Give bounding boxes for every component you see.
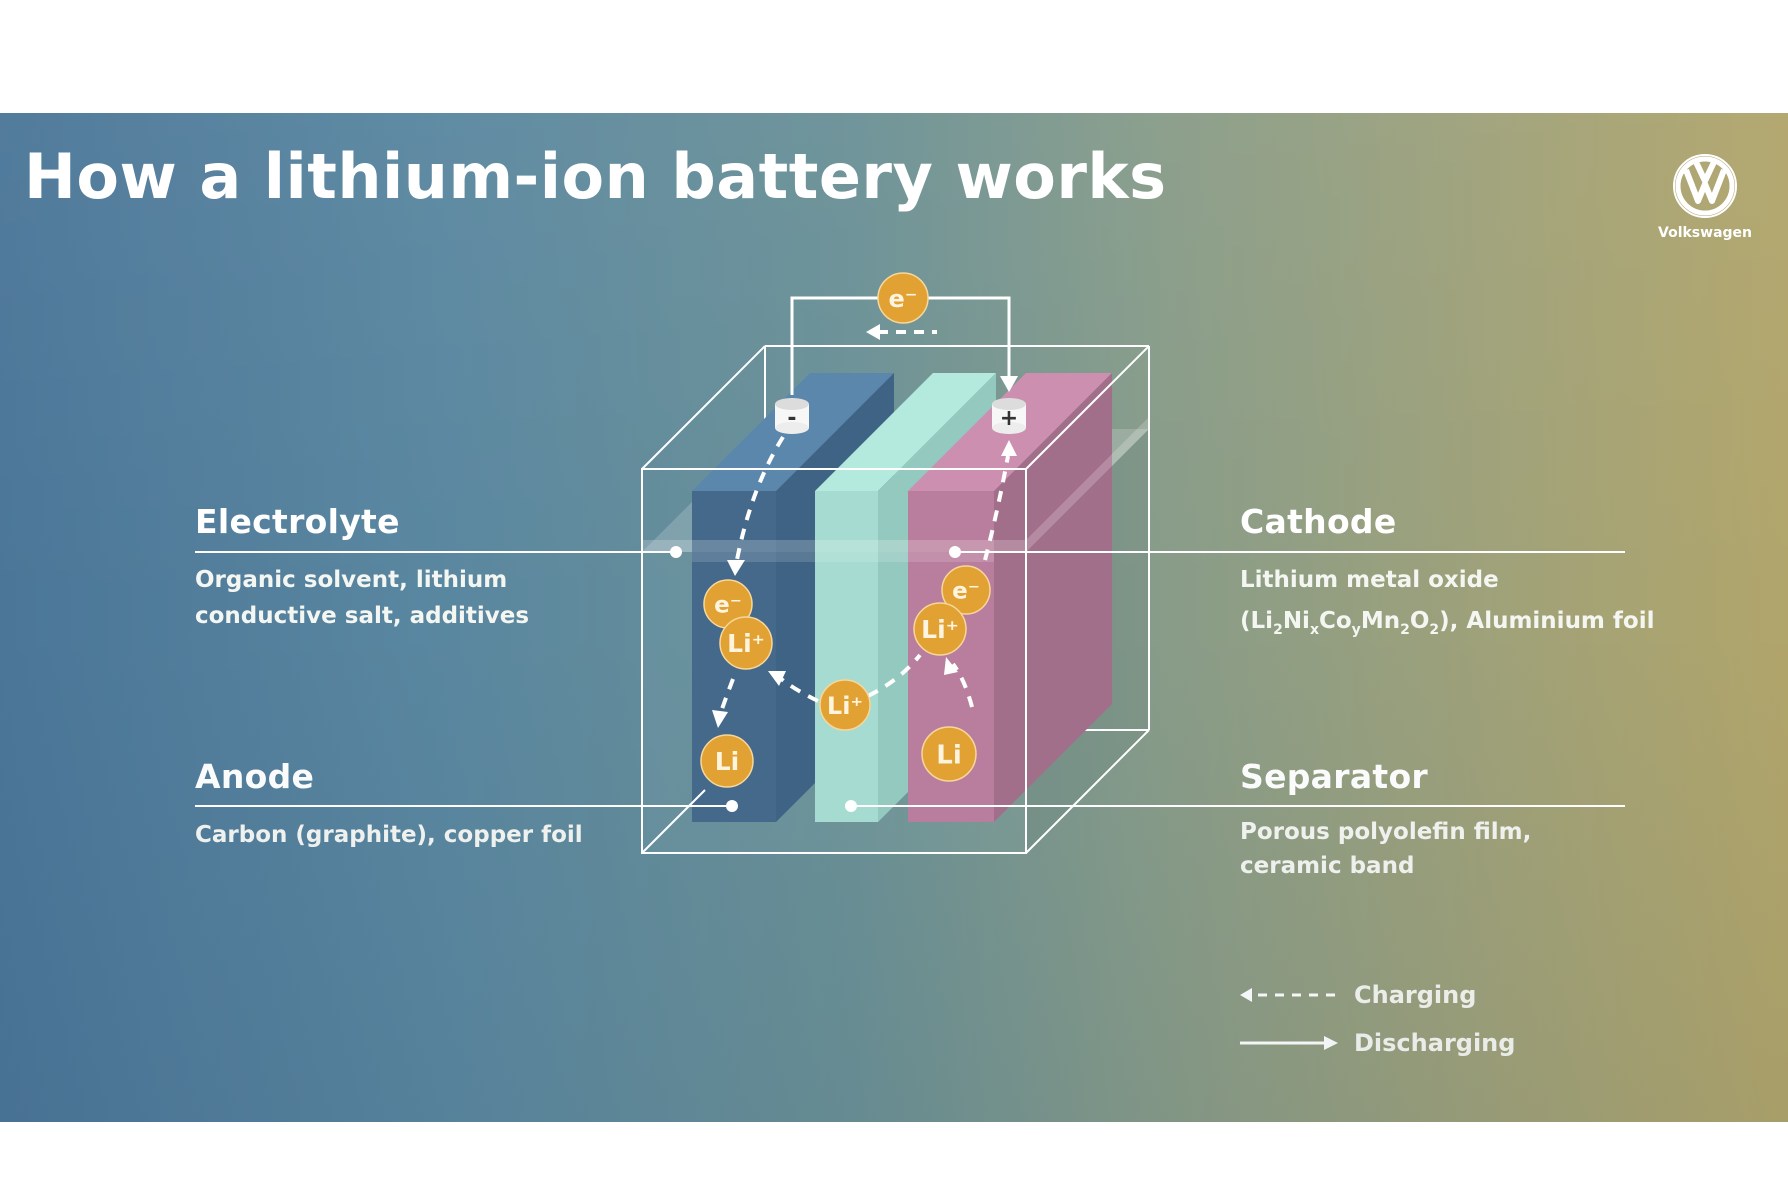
cathode-line: Lithium metal oxide	[1240, 567, 1499, 593]
brand-name: Volkswagen	[1658, 225, 1752, 241]
electrolyte-description: Organic solvent, lithium conductive salt…	[195, 562, 529, 634]
cathode-label: Cathode Lithium metal oxide (Li2NixCoyMn…	[1240, 505, 1655, 642]
anode-lithium-ion-particle-label: Li⁺	[727, 629, 765, 658]
separator-line: Porous polyolefin film,	[1240, 819, 1532, 845]
positive-terminal: +	[992, 398, 1026, 434]
dashed-arrow-left-icon	[1240, 988, 1338, 1002]
cathode-leader-dot	[949, 546, 961, 558]
cathode-lithium-particle: Li	[921, 726, 977, 782]
cathode-description: Lithium metal oxide (Li2NixCoyMn2O2), Al…	[1240, 560, 1655, 642]
legend-charging: Charging	[1238, 971, 1515, 1019]
separator-slab-top	[815, 373, 996, 491]
external-electron-particle: e⁻	[877, 272, 929, 324]
charging-path-to-li	[718, 678, 735, 716]
separator-lithium-ion-particle: Li⁺	[819, 679, 871, 731]
legend-discharging: Discharging	[1238, 1019, 1515, 1067]
anode-lithium-particle-circle	[700, 734, 754, 788]
cathode-heading: Cathode	[1240, 502, 1397, 541]
legend: Charging Discharging	[1238, 971, 1515, 1067]
electrolyte-label: Electrolyte Organic solvent, lithium con…	[195, 505, 529, 634]
separator-slab-front	[815, 491, 878, 822]
formula-subscript: x	[1309, 622, 1319, 638]
arrowhead-icon	[712, 710, 728, 728]
separator-heading: Separator	[1240, 757, 1429, 796]
external-electron-particle-label: e⁻	[889, 285, 918, 313]
formula-subscript: 2	[1273, 622, 1283, 638]
legend-discharging-label: Discharging	[1354, 1029, 1516, 1057]
anode-line: Carbon (graphite), copper foil	[195, 822, 583, 848]
box-front-frame	[641, 468, 1027, 854]
terminal-cap	[775, 398, 809, 410]
arrowhead-icon	[944, 657, 958, 675]
anode-lithium-ion-particle-circle	[719, 616, 773, 670]
formula-subscript: 2	[1429, 622, 1440, 638]
cathode-lithium-particle-label: Li	[936, 740, 961, 770]
arrowhead-icon	[768, 671, 786, 686]
vw-logo-icon	[1673, 154, 1737, 218]
separator-description: Porous polyolefin film, ceramic band	[1240, 815, 1531, 883]
electrolyte-line: conductive salt, additives	[195, 603, 530, 629]
electrolyte-heading: Electrolyte	[195, 502, 400, 541]
electrolyte-band-front	[692, 552, 994, 562]
separator-line: ceramic band	[1240, 853, 1415, 879]
charging-arrowhead-icon	[866, 324, 880, 340]
box-edge	[1025, 729, 1150, 854]
box-edge	[1025, 345, 1150, 470]
page-title: How a lithium-ion battery works	[24, 140, 1167, 213]
brand-logo: Volkswagen	[1655, 153, 1755, 241]
cathode-electron-particle: e⁻	[941, 565, 991, 615]
anode-lithium-particle-label: Li	[715, 747, 740, 776]
separator-lithium-ion-particle-label: Li⁺	[827, 692, 863, 720]
anode-lithium-particle: Li	[700, 734, 754, 788]
cathode-formula: (Li2NixCoyMn2O2), Aluminium foil	[1240, 608, 1655, 638]
ion-path-to-anode	[778, 676, 819, 703]
discharge-path-cathode	[951, 662, 974, 708]
cathode-electron-particle-circle	[941, 565, 991, 615]
cathode-electron-particle-label: e⁻	[952, 578, 980, 604]
legend-charging-label: Charging	[1354, 981, 1477, 1009]
box-edge	[641, 789, 706, 854]
formula-subscript: y	[1351, 622, 1361, 638]
electrolyte-line: Organic solvent, lithium	[195, 567, 508, 593]
cathode-lithium-ion-particle-label: Li⁺	[921, 615, 959, 644]
charging-path-anode	[734, 435, 785, 566]
discharge-arrowhead-icon	[1000, 376, 1018, 392]
arrowhead-icon	[727, 560, 745, 576]
terminal-base	[775, 422, 809, 434]
external-electron-particle-circle	[877, 272, 929, 324]
anode-electron-particle: e⁻	[703, 579, 753, 629]
terminal-cap	[992, 398, 1026, 410]
positive-terminal-symbol: +	[1000, 406, 1018, 431]
ion-path-to-cathode	[867, 653, 922, 698]
cathode-lithium-ion-particle: Li⁺	[913, 602, 967, 656]
anode-lithium-ion-particle: Li⁺	[719, 616, 773, 670]
terminal-base	[992, 422, 1026, 434]
electrolyte-leader-dot	[670, 546, 682, 558]
separator-label: Separator Porous polyolefin film, cerami…	[1240, 760, 1531, 883]
anode-description: Carbon (graphite), copper foil	[195, 817, 583, 853]
box-edge	[641, 345, 766, 470]
anode-leader-dot	[726, 800, 738, 812]
arrowhead-icon	[1001, 440, 1017, 456]
solid-arrow-right-icon	[1240, 1036, 1338, 1050]
separator-leader-dot	[845, 800, 857, 812]
negative-terminal: -	[775, 398, 809, 434]
cathode-lithium-particle-circle	[921, 726, 977, 782]
separator-lithium-ion-particle-circle	[819, 679, 871, 731]
cathode-lithium-ion-particle-circle	[913, 602, 967, 656]
formula-subscript: 2	[1400, 622, 1410, 638]
cathode-slab-side	[994, 373, 1112, 822]
anode-label: Anode Carbon (graphite), copper foil	[195, 760, 583, 853]
anode-electron-particle-label: e⁻	[714, 592, 742, 618]
negative-terminal-symbol: -	[787, 406, 796, 431]
anode-heading: Anode	[195, 757, 315, 796]
